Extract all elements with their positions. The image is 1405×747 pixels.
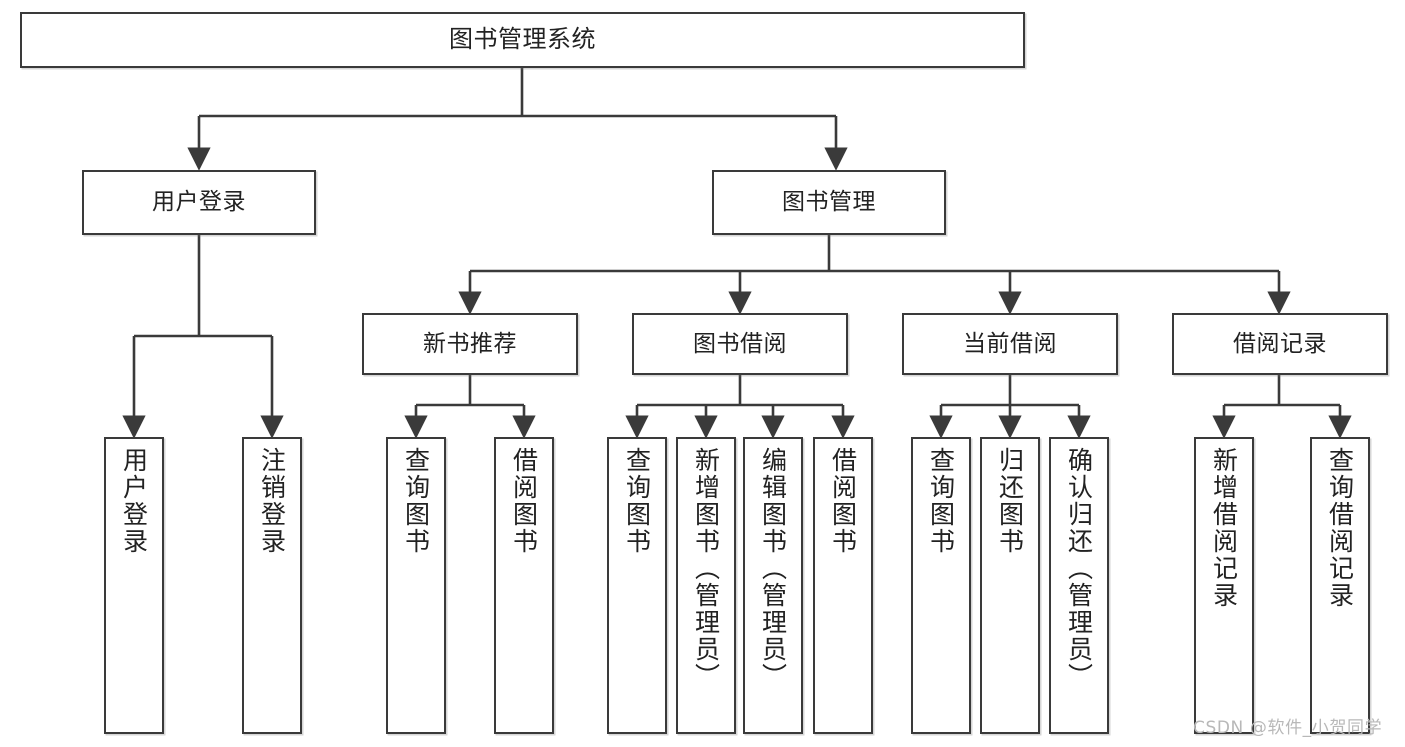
node-label: 图书管理	[782, 189, 876, 216]
node-label: 图书借阅	[693, 330, 787, 357]
leaf-borrow-book-recommend[interactable]: 借阅图书	[494, 437, 554, 734]
node-label: 查询借阅记录	[1325, 447, 1355, 609]
node-label: 用户登录	[119, 447, 149, 555]
leaf-user-login[interactable]: 用户登录	[104, 437, 164, 734]
leaf-query-book-borrow[interactable]: 查询图书	[607, 437, 667, 734]
node-root-book-management-system[interactable]: 图书管理系统	[20, 12, 1025, 68]
node-label: 借阅记录	[1233, 330, 1327, 357]
leaf-add-borrow-record[interactable]: 新增借阅记录	[1194, 437, 1254, 734]
node-new-book-recommend[interactable]: 新书推荐	[362, 313, 578, 375]
node-book-borrow[interactable]: 图书借阅	[632, 313, 848, 375]
node-label: 查询图书	[926, 447, 956, 555]
leaf-edit-book-admin[interactable]: 编辑图书（管理员）	[743, 437, 803, 734]
node-label: 编辑图书（管理员）	[758, 447, 788, 690]
node-current-borrow[interactable]: 当前借阅	[902, 313, 1118, 375]
node-label: 注销登录	[257, 447, 287, 555]
leaf-logout[interactable]: 注销登录	[242, 437, 302, 734]
node-label: 用户登录	[152, 189, 246, 216]
node-label: 借阅图书	[828, 447, 858, 555]
node-label: 确认归还（管理员）	[1064, 447, 1094, 690]
node-label: 新增借阅记录	[1209, 447, 1239, 609]
node-label: 归还图书	[995, 447, 1025, 555]
node-label: 新增图书（管理员）	[691, 447, 721, 690]
node-user-login[interactable]: 用户登录	[82, 170, 316, 235]
watermark: CSDN @软件_小贺同学	[1193, 718, 1383, 738]
node-label: 新书推荐	[423, 330, 517, 357]
node-label: 查询图书	[622, 447, 652, 555]
leaf-borrow-book[interactable]: 借阅图书	[813, 437, 873, 734]
node-label: 查询图书	[401, 447, 431, 555]
leaf-query-borrow-record[interactable]: 查询借阅记录	[1310, 437, 1370, 734]
leaf-confirm-return-admin[interactable]: 确认归还（管理员）	[1049, 437, 1109, 734]
node-label: 图书管理系统	[449, 25, 596, 54]
node-label: 当前借阅	[963, 330, 1057, 357]
node-borrow-record[interactable]: 借阅记录	[1172, 313, 1388, 375]
leaf-add-book-admin[interactable]: 新增图书（管理员）	[676, 437, 736, 734]
leaf-return-book[interactable]: 归还图书	[980, 437, 1040, 734]
leaf-query-book-current[interactable]: 查询图书	[911, 437, 971, 734]
leaf-query-book-recommend[interactable]: 查询图书	[386, 437, 446, 734]
node-label: 借阅图书	[509, 447, 539, 555]
node-book-management[interactable]: 图书管理	[712, 170, 946, 235]
